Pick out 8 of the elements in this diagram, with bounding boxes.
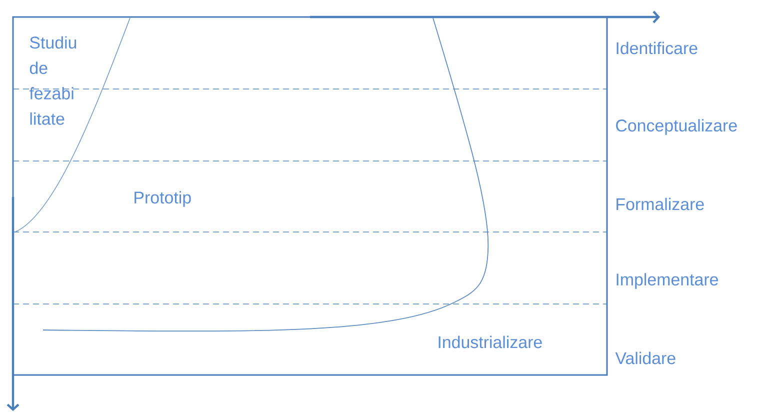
phase-label: Industrializare bbox=[438, 336, 542, 348]
stage-label: Conceptualizare bbox=[616, 119, 737, 135]
stage-label: Validare bbox=[615, 352, 676, 364]
stage-label: Implementare bbox=[616, 273, 718, 289]
phase-label: Studiu de fezabi litate bbox=[29, 36, 76, 125]
stage-label: Formalizare bbox=[616, 198, 704, 210]
stage-label: Identificare bbox=[616, 42, 698, 54]
phase-label: Prototip bbox=[134, 191, 191, 207]
